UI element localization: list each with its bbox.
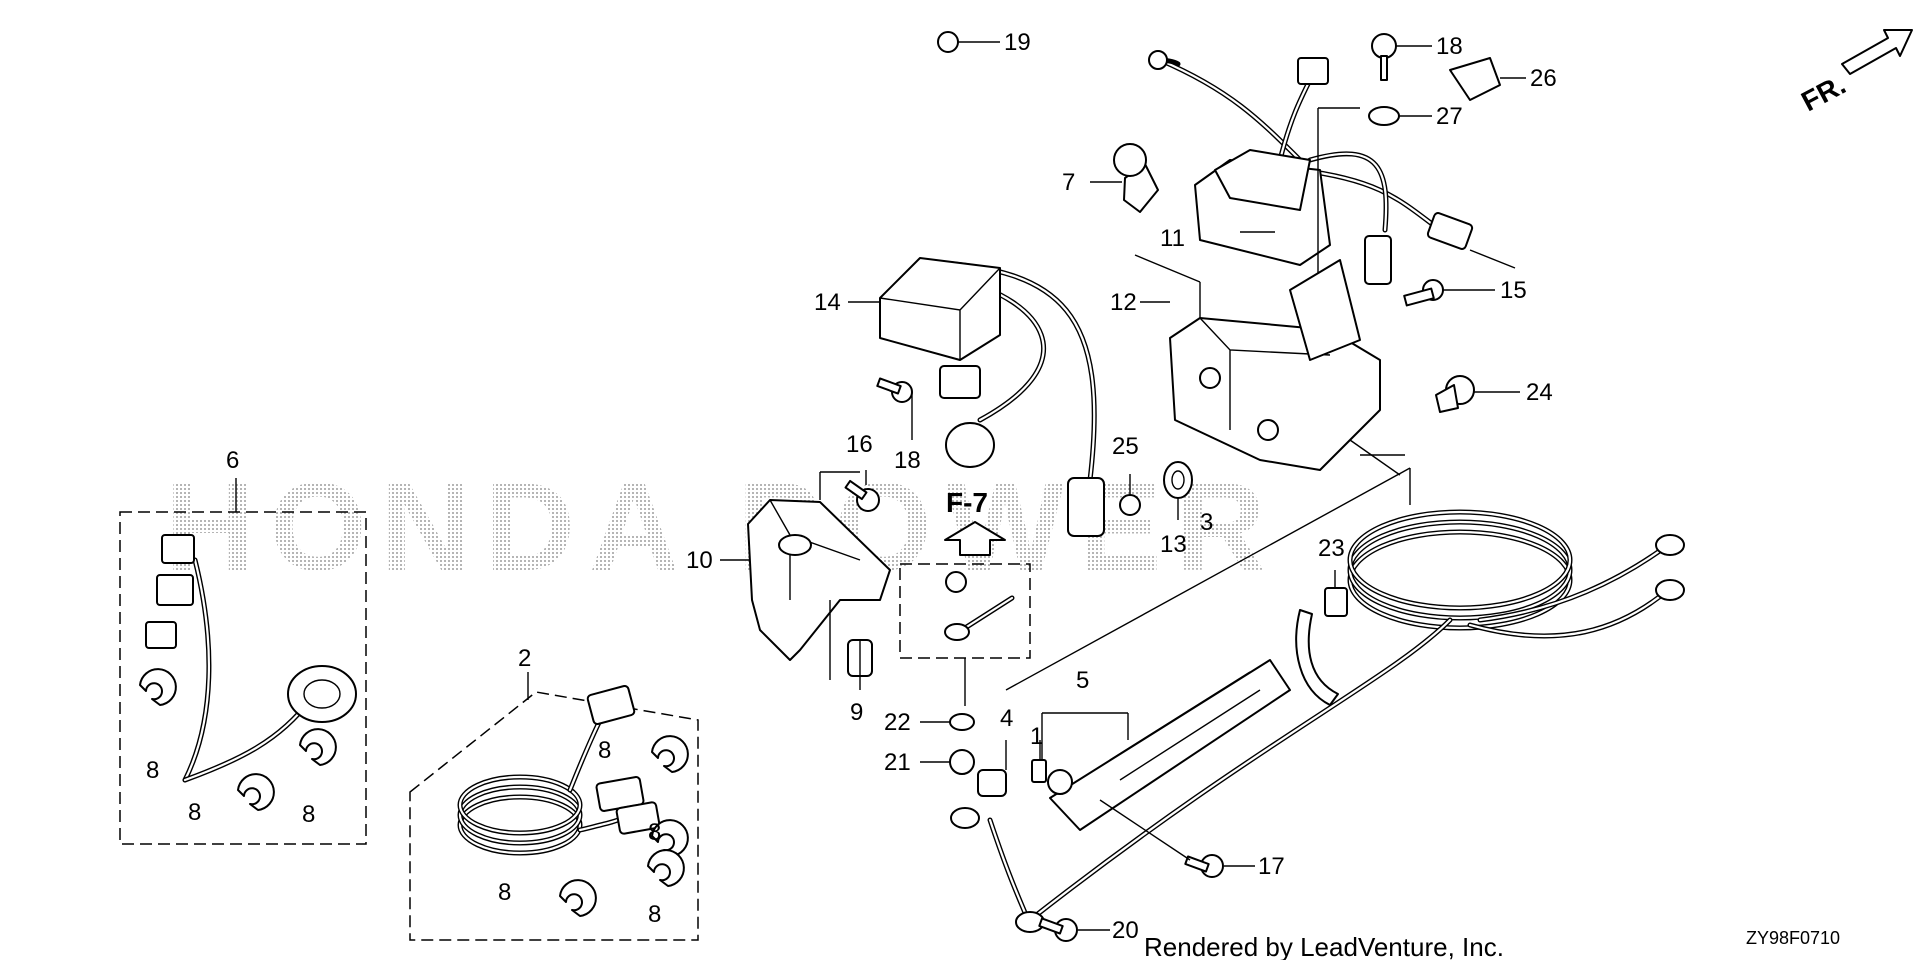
clip-24-base [1435,384,1459,413]
callout-19: 19 [1004,29,1031,56]
part-9-clip [829,600,873,680]
clip-7-ring [1113,143,1147,177]
callout-18-top: 18 [1436,33,1463,60]
callout-labels: 19 18 26 27 7 11 15 24 12 14 18 16 25 13… [146,29,1557,944]
callout-15: 15 [1500,277,1527,304]
brand-watermark: HONDA POWER [165,458,1280,597]
part-5-cable-plate [1041,659,1291,831]
grommet-13 [1163,461,1193,499]
footer-credit: Rendered by LeadVenture, Inc. [1144,932,1504,960]
bolt-16-shaft [844,479,868,501]
callout-7: 7 [1062,169,1075,196]
callout-25: 25 [1112,433,1139,460]
bolt-19-head [937,31,959,53]
watermark-text: HONDA POWER [165,458,1280,597]
callout-2: 2 [518,645,531,672]
part-11-module-and-wiring [1157,57,1516,330]
bolt-18-top-shaft [1380,55,1388,81]
washer-27 [1368,106,1400,126]
callout-8-b: 8 [188,799,201,826]
callout-8-a: 8 [146,757,159,784]
bolt-20-shaft [1038,917,1064,935]
callout-18-left: 18 [894,447,921,474]
callout-21: 21 [884,749,911,776]
bolt-18-left-shaft [876,377,902,395]
part-14-ignition-coil [879,257,1105,537]
callout-8-f: 8 [648,901,661,928]
nut-21 [949,749,975,775]
callout-24: 24 [1526,379,1553,406]
part-3-main-cable [950,467,1685,933]
front-direction-arrow: FR. [1796,29,1913,118]
diagram-code: ZY98F0710 [1746,928,1840,948]
group-box-part-6 [119,478,367,845]
callout-8-d: 8 [598,737,611,764]
callout-20: 20 [1112,917,1139,944]
part-12-bracket [1134,254,1405,476]
callout-1: 1 [1030,723,1043,750]
callout-6: 6 [226,447,239,474]
group-box-part-2 [409,672,699,941]
part-10-bracket [747,471,891,661]
callout-5: 5 [1076,667,1089,694]
fasteners [844,31,1501,942]
callout-26: 26 [1530,65,1557,92]
clip-26 [1449,57,1501,101]
callout-9: 9 [850,699,863,726]
bolt-18-top-head [1371,33,1397,59]
part-6-sub-harness [139,534,357,811]
washer-22 [949,713,975,731]
part-2-sub-harness [457,684,689,917]
bolt-15-shaft [1403,287,1435,307]
callout-22: 22 [884,709,911,736]
reference-f7 [899,521,1031,706]
callout-13: 13 [1160,531,1187,558]
callout-11: 11 [1160,225,1185,252]
front-direction-label: FR. [1796,69,1850,118]
callout-16: 16 [846,431,873,458]
callout-8-c: 8 [302,801,315,828]
reference-label: F-7 [946,487,988,518]
callout-17: 17 [1258,853,1285,880]
callout-12: 12 [1110,289,1137,316]
eyelet [1148,50,1168,70]
callout-10: 10 [686,547,713,574]
callout-4: 4 [1000,705,1013,732]
part-23-clamp [1295,570,1348,706]
callout-8-e: 8 [498,879,511,906]
callout-8-g: 8 [648,819,661,846]
callout-leaders [720,41,1526,931]
callout-14: 14 [814,289,841,316]
part-4-and-1-terminals [977,759,1073,797]
callout-27: 27 [1436,103,1463,130]
washer-25 [1119,494,1141,516]
bolt-17-shaft [1184,855,1210,873]
callout-3: 3 [1200,509,1213,536]
callout-23: 23 [1318,535,1345,562]
